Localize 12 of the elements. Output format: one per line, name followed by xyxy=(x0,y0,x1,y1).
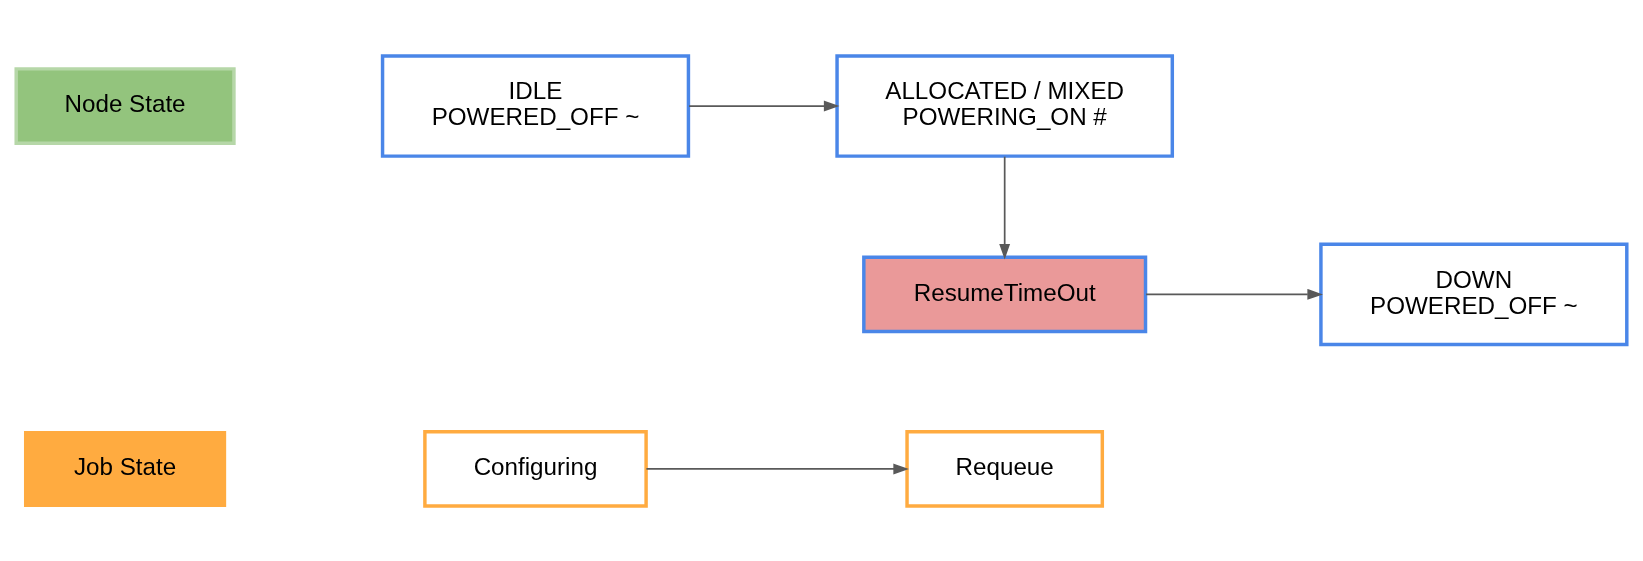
arrow xyxy=(688,100,840,111)
arrow xyxy=(999,155,1011,259)
node-box: Node State xyxy=(14,66,236,145)
node-box: DOWN POWERED_OFF ~ xyxy=(1319,242,1629,346)
node-box: Configuring xyxy=(423,429,648,508)
arrow xyxy=(1145,288,1323,300)
node-box: ALLOCATED / MIXED POWERING_ON # xyxy=(835,53,1175,158)
node-box: IDLE POWERED_OFF ~ xyxy=(380,53,691,158)
node-box: Requeue xyxy=(905,429,1105,508)
arrow xyxy=(645,463,909,474)
node-box: ResumeTimeOut xyxy=(862,255,1148,333)
node-box: Job State xyxy=(23,430,227,507)
